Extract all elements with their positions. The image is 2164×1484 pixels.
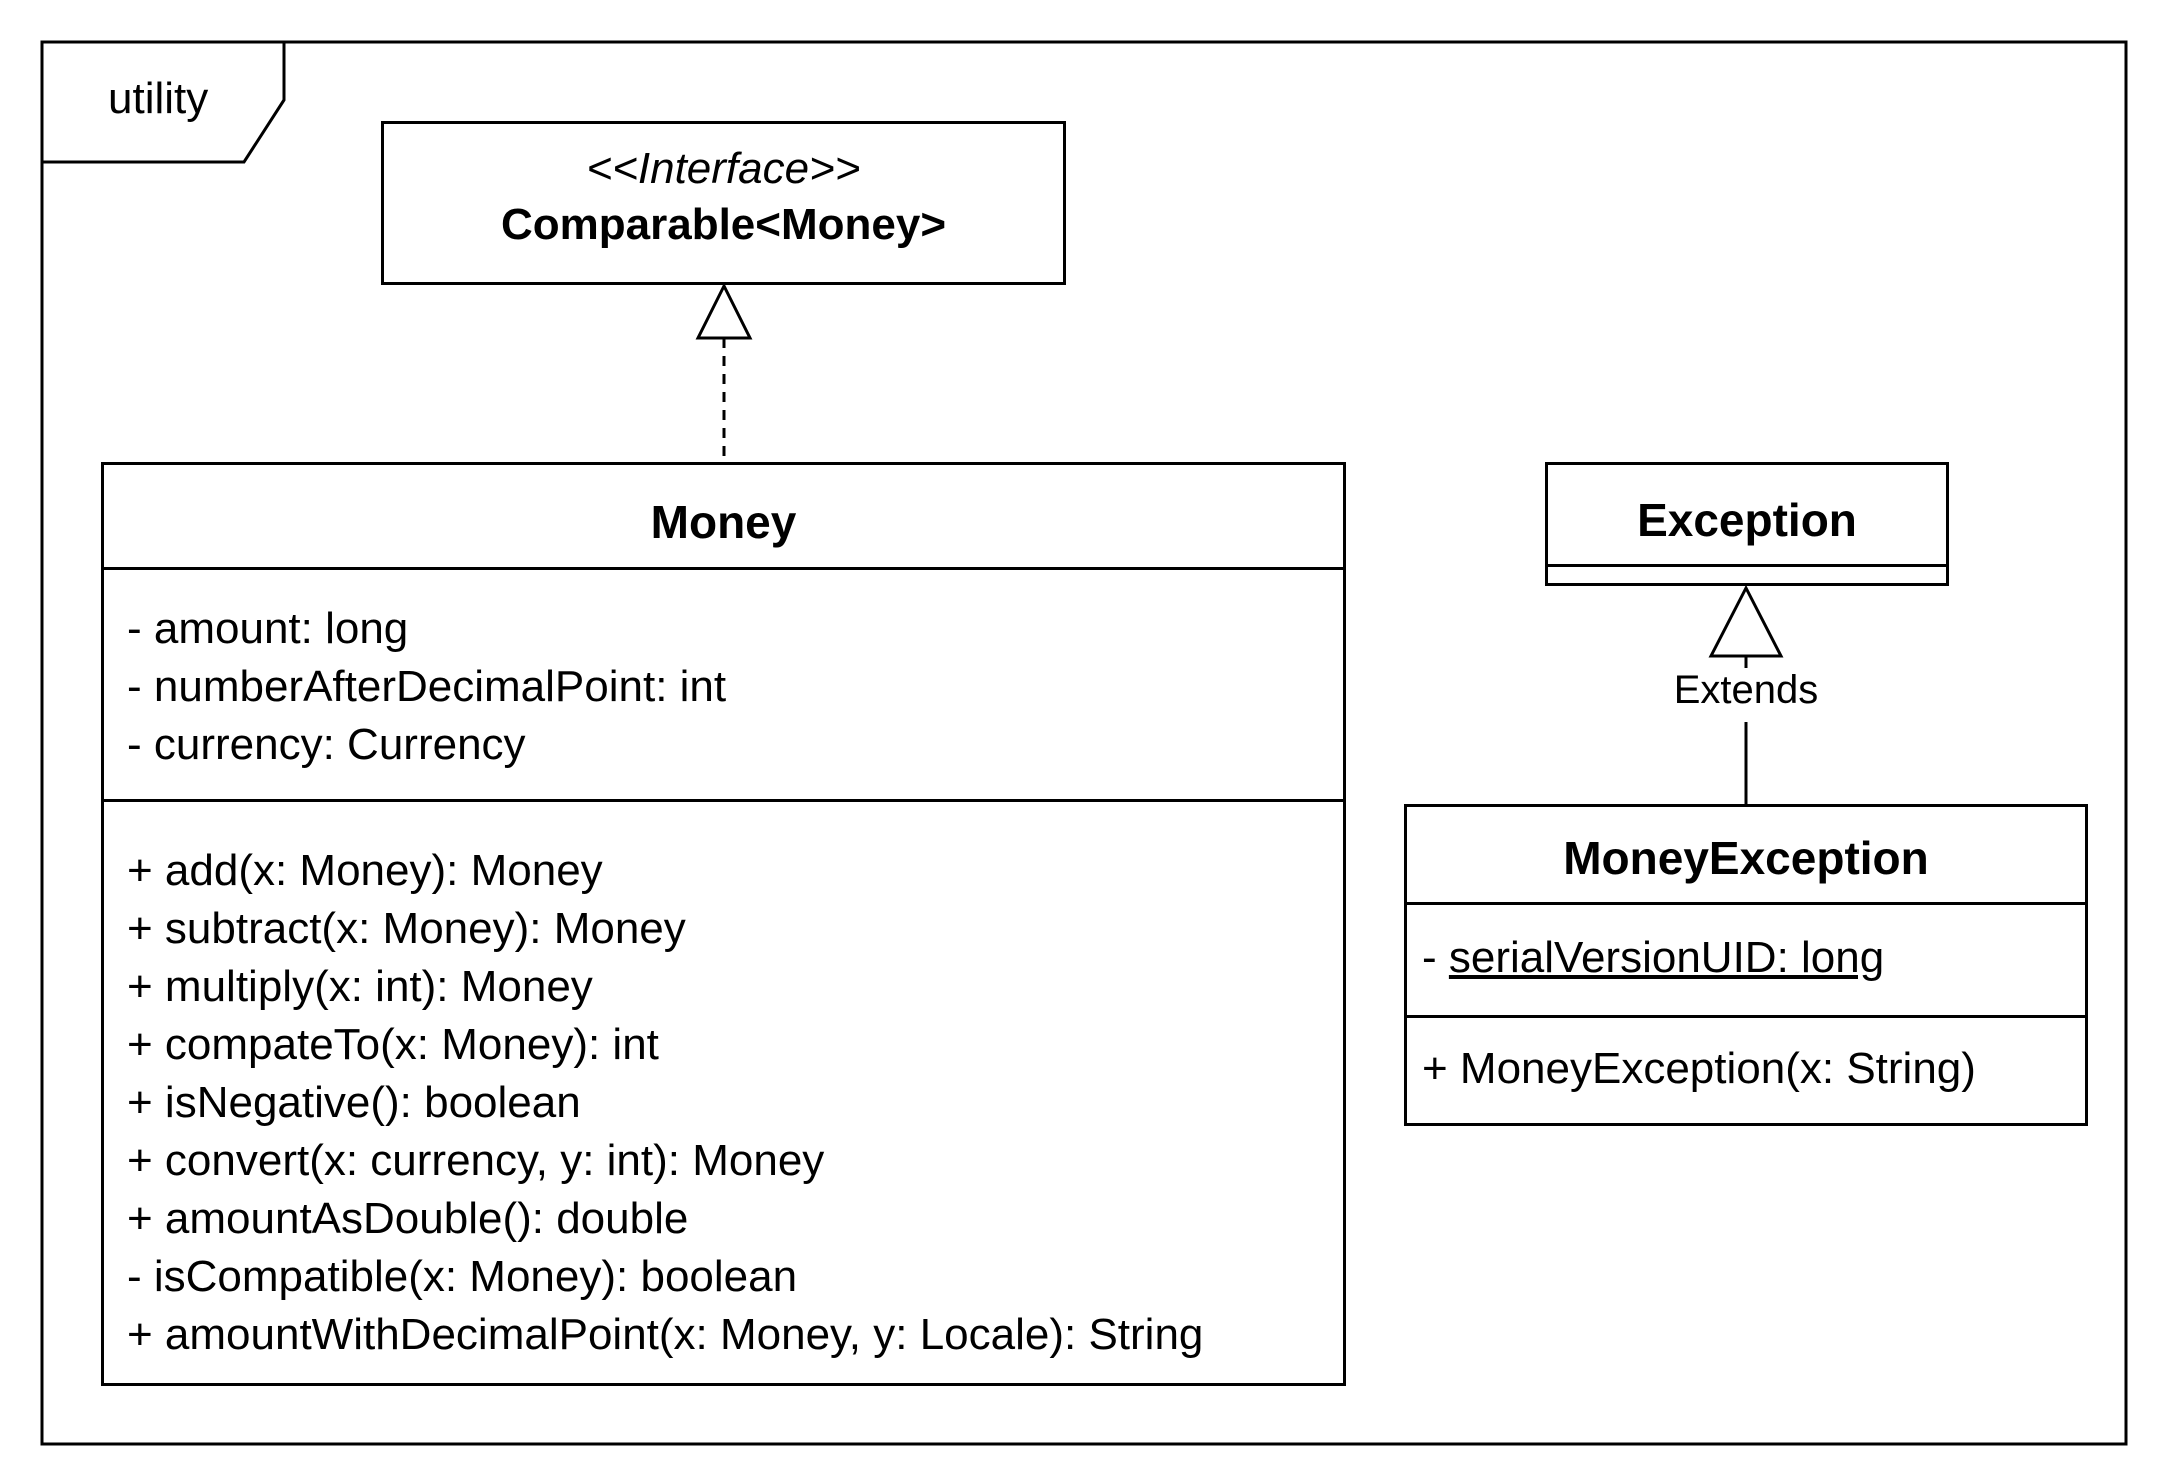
money-exception-attribute: - serialVersionUID: long (1422, 929, 2085, 987)
package-frame (40, 40, 2128, 1446)
interface-comparable[interactable]: <<Interface>> Comparable<Money> (381, 121, 1066, 285)
extends-label: Extends (1646, 668, 1846, 713)
money-attributes-section: - amount: long - numberAfterDecimalPoint… (104, 570, 1343, 802)
attribute-visibility: - (1422, 933, 1449, 982)
money-method: + multiply(x: int): Money (127, 962, 593, 1011)
interface-name: Comparable<Money> (500, 200, 947, 249)
money-name-section: Money (104, 465, 1343, 570)
money-method: + compateTo(x: Money): int (127, 1020, 659, 1069)
generalization-arrow (1708, 584, 1784, 804)
interface-stereotype: <<Interface>> (586, 144, 861, 193)
class-money-exception[interactable]: MoneyException - serialVersionUID: long … (1404, 804, 2088, 1126)
money-exception-methods-section: + MoneyException(x: String) (1407, 1018, 2085, 1098)
package-label: utility (108, 74, 209, 123)
exception-class-name: Exception (1637, 494, 1857, 546)
class-money[interactable]: Money - amount: long - numberAfterDecima… (101, 462, 1346, 1386)
money-method: - isCompatible(x: Money): boolean (127, 1252, 798, 1301)
money-exception-class-name: MoneyException (1563, 832, 1929, 884)
class-exception[interactable]: Exception (1545, 462, 1949, 586)
money-class-name: Money (650, 496, 797, 548)
money-method: + add(x: Money): Money (127, 846, 603, 895)
money-method: + subtract(x: Money): Money (127, 904, 686, 953)
money-exception-name-section: MoneyException (1407, 807, 2085, 905)
money-method: + isNegative(): boolean (127, 1078, 581, 1127)
money-attribute: - currency: Currency (127, 720, 526, 769)
money-exception-method: + MoneyException(x: String) (1422, 1044, 1976, 1093)
exception-name-section: Exception (1548, 465, 1946, 567)
money-method: + amountWithDecimalPoint(x: Money, y: Lo… (127, 1310, 1204, 1359)
money-method: + amountAsDouble(): double (127, 1194, 689, 1243)
money-exception-attributes-section: - serialVersionUID: long (1407, 905, 2085, 1018)
money-method: + convert(x: currency, y: int): Money (127, 1136, 825, 1185)
static-attribute: serialVersionUID: long (1448, 933, 1885, 982)
money-attribute: - amount: long (127, 604, 409, 653)
realization-arrow (695, 282, 753, 462)
money-methods-section: + add(x: Money): Money + subtract(x: Mon… (104, 802, 1343, 1364)
money-attribute: - numberAfterDecimalPoint: int (127, 662, 727, 711)
